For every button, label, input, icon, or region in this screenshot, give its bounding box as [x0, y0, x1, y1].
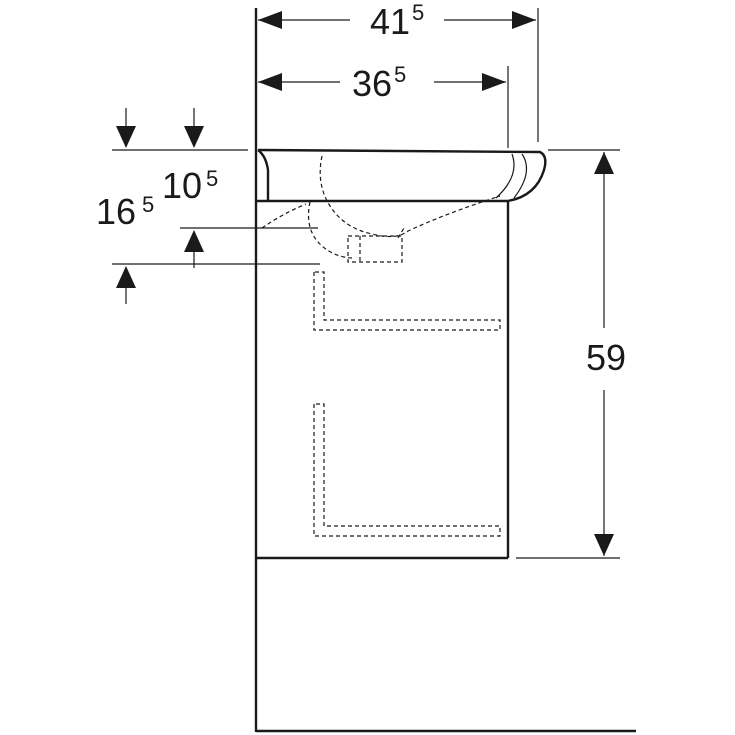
- arrow-up: [594, 152, 614, 174]
- overall-depth-dimension: 41 5: [258, 0, 539, 142]
- drop-dimensions: 16 5 10 5: [96, 108, 320, 304]
- arrow-left: [258, 73, 282, 91]
- arrow-right: [482, 73, 506, 91]
- height-dimension: 59: [516, 149, 626, 559]
- overall-depth-superscript: 5: [412, 0, 424, 25]
- lower-drawer-outline: [313, 403, 501, 537]
- arrow-down: [184, 126, 204, 148]
- bowl-depth-value: 36: [352, 63, 392, 104]
- arrow-right: [512, 11, 536, 29]
- cabinet-body: [256, 199, 510, 560]
- arrow-down: [116, 126, 136, 148]
- drop-small-value: 10: [162, 165, 202, 206]
- arrow-down: [594, 534, 614, 556]
- drop-large-value: 16: [96, 191, 136, 232]
- hidden-bowl-outline: [261, 155, 501, 263]
- overall-depth-value: 41: [370, 1, 410, 42]
- washbasin-profile: [257, 148, 547, 203]
- arrow-up: [116, 266, 136, 288]
- bowl-depth-superscript: 5: [394, 62, 406, 87]
- arrow-up: [184, 230, 204, 252]
- siphon-outline: [347, 235, 403, 263]
- bowl-depth-dimension: 36 5: [258, 62, 509, 148]
- arrow-left: [258, 11, 282, 29]
- drop-small-superscript: 5: [206, 166, 218, 191]
- height-value: 59: [586, 337, 626, 378]
- upper-drawer-outline: [313, 271, 501, 331]
- drop-large-superscript: 5: [142, 192, 154, 217]
